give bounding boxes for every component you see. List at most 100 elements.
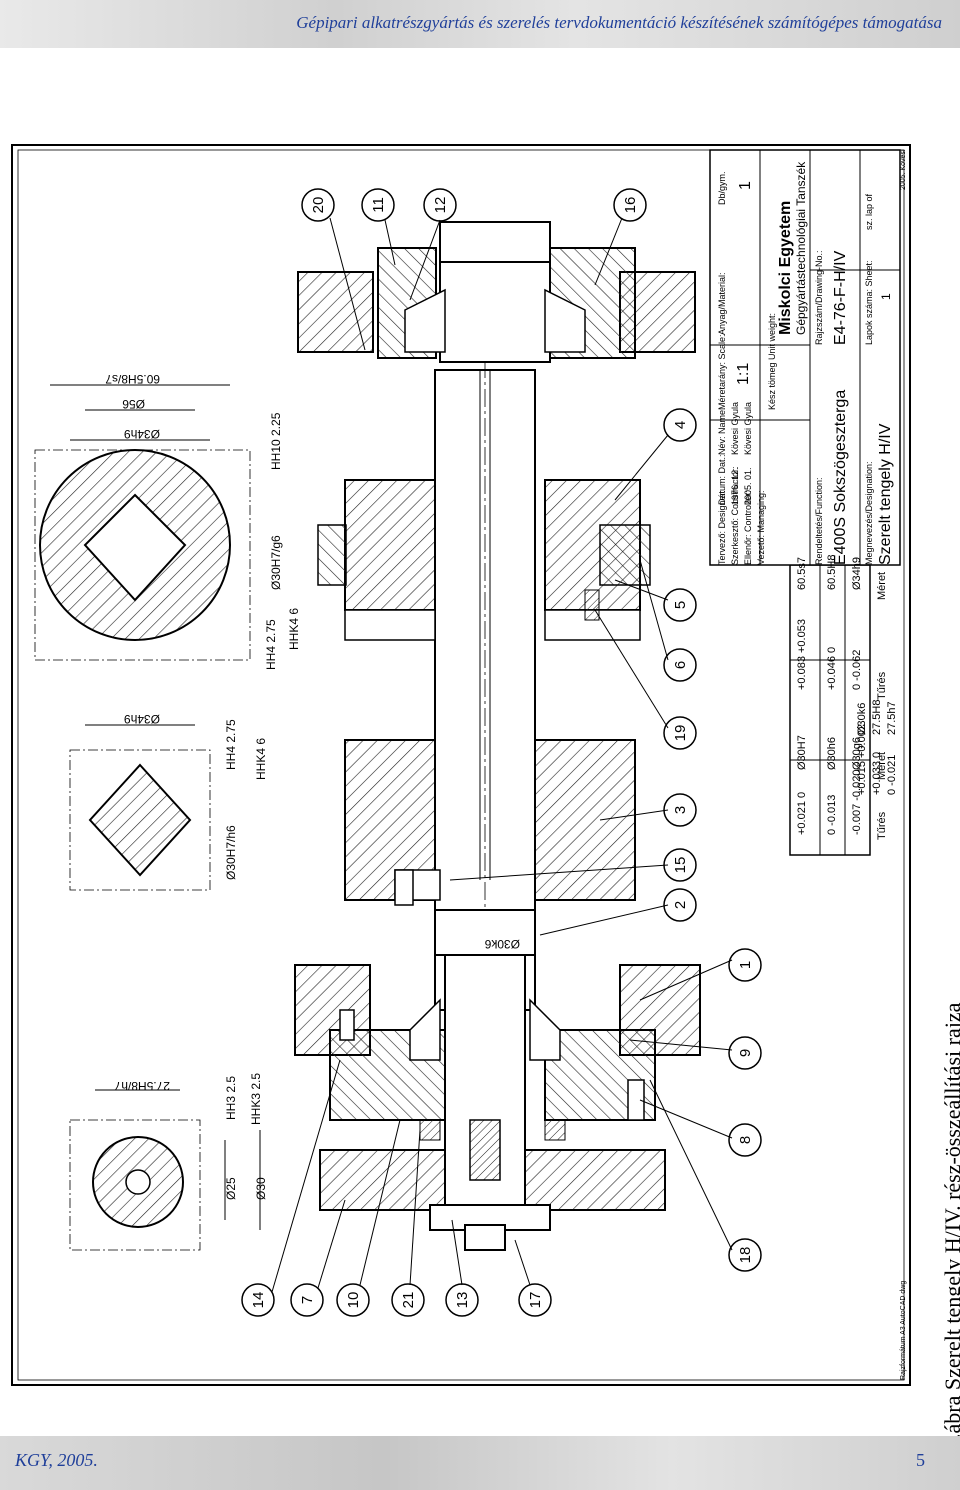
tb-scale: 1:1 (735, 363, 752, 385)
svg-text:Név: Name:: Név: Name: (717, 407, 727, 455)
tb-role-controller: Ellenőr: Controller: (743, 490, 753, 565)
svg-text:Rajzformátum A3 AutoCAD dwg: Rajzformátum A3 AutoCAD dwg (900, 1281, 907, 1380)
tol-r0-c1: +0.083 +0.053 (796, 619, 808, 690)
svg-text:E400S Sokszögeszterga: E400S Sokszögeszterga (832, 390, 849, 565)
tb-corner: 2005. Kövesi (900, 149, 907, 190)
tol-r5-c2: 27.5h7 (886, 701, 898, 735)
dim-30k6: Ø30k6 (484, 937, 520, 951)
tb-qty: 1 (737, 181, 754, 190)
svg-text:27.5H8/h7: 27.5H8/h7 (114, 1079, 170, 1093)
svg-text:Anyag/Material:: Anyag/Material: (717, 272, 727, 335)
svg-text:Dátum: Dat.:: Dátum: Dat.: (717, 454, 727, 505)
tb-scale-label: Méretarány: Scale: (717, 334, 727, 410)
svg-text:Szerkesztő: Constructor:: Szerkesztő: Constructor: (730, 466, 740, 565)
tol-header-tures-2: Tűrés (876, 811, 888, 840)
balloon-14: 14 (250, 1292, 267, 1309)
tb-name-1: Kövesi Gyula (730, 402, 740, 455)
tb-function-label: Rendeltetés/Function: (814, 477, 824, 565)
svg-text:Méretarány: Scale:: Méretarány: Scale: (717, 334, 727, 410)
svg-text:Tűrés: Tűrés (876, 671, 888, 700)
svg-text:Ø30h6: Ø30h6 (826, 737, 838, 770)
tol-r1-c0: 60.5H8 (826, 555, 838, 590)
balloon-10: 10 (345, 1292, 362, 1309)
tol-r2-c3: -0.007 -0.020 (851, 770, 863, 835)
tb-function: E400S Sokszögeszterga (832, 390, 849, 565)
svg-text:Ø34h9: Ø34h9 (124, 427, 160, 441)
svg-text:0 -0.021: 0 -0.021 (886, 755, 898, 795)
svg-text:0 -0.013: 0 -0.013 (826, 795, 838, 835)
balloon-11: 11 (370, 197, 387, 213)
dim-30: Ø30 (254, 1177, 268, 1200)
svg-text:Rajzszám/Drawing-No.:: Rajzszám/Drawing-No.: (814, 250, 824, 345)
tb-sheet-label: Lapok száma: Sheet: (864, 260, 874, 345)
dim-hh3: HH3 2.5 (224, 1076, 238, 1120)
balloon-20: 20 (310, 197, 327, 214)
tb-role-constructor: Szerkesztő: Constructor: (730, 466, 740, 565)
svg-text:Miskolci Egyetem: Miskolci Egyetem (777, 201, 794, 335)
tb-university: Miskolci Egyetem (777, 201, 794, 335)
dim-60-5h8s7: 60.5H8/s7 (105, 372, 160, 386)
cross-section-bottom (69, 1119, 201, 1251)
svg-text:2005. 01.: 2005. 01. (743, 467, 753, 505)
tb-qty-label: Db/gym. (717, 171, 727, 205)
cross-section-top (34, 449, 251, 661)
svg-text:Méret: Méret (876, 572, 888, 600)
tol-r0-c0: 60.5s7 (796, 557, 808, 590)
svg-text:1976. 12.: 1976. 12. (730, 467, 740, 505)
svg-text:Ellenőr: Controller:: Ellenőr: Controller: (743, 490, 753, 565)
svg-text:1: 1 (879, 293, 893, 300)
tol-r3-c3: +0.015 +0.002 (856, 724, 868, 795)
header-band (0, 0, 960, 48)
tb-date-label: Dátum: Dat.: (717, 454, 727, 505)
svg-text:Ø30H7/g6: Ø30H7/g6 (269, 535, 283, 590)
balloon-15: 15 (672, 857, 689, 874)
tol-r4-c3: +0.033 0 (871, 752, 883, 795)
tb-date-1: 1976. 12. (730, 467, 740, 505)
svg-text:sz. lap of: sz. lap of (864, 193, 874, 230)
balloon-5: 5 (672, 601, 689, 609)
svg-text:1: 1 (737, 181, 754, 190)
svg-text:Ø30g6: Ø30g6 (851, 737, 863, 770)
svg-text:+0.083 +0.053: +0.083 +0.053 (796, 619, 808, 690)
balloon-7: 7 (299, 1296, 316, 1304)
svg-text:Ø30k6: Ø30k6 (484, 937, 520, 951)
dim-hhk4-mid: HHK4 6 (254, 738, 268, 780)
svg-text:+0.046 0: +0.046 0 (826, 647, 838, 690)
svg-text:HH4 2.75: HH4 2.75 (224, 719, 238, 770)
balloon-8: 8 (737, 1136, 754, 1144)
page-header-title: Gépipari alkatrészgyártás és szerelés te… (296, 13, 942, 32)
balloon-4: 4 (672, 421, 689, 429)
footer-band (0, 1436, 960, 1490)
svg-text:Tűrés: Tűrés (876, 811, 888, 840)
shaft-assembly (294, 221, 701, 1251)
tb-drawing-no-label: Rajzszám/Drawing-No.: (814, 250, 824, 345)
svg-text:Ø25: Ø25 (224, 1177, 238, 1200)
balloon-6: 6 (672, 661, 689, 669)
svg-text:-0.007 -0.020: -0.007 -0.020 (851, 770, 863, 835)
cross-section-middle (69, 749, 211, 891)
dim-hhk3: HHK3 2.5 (249, 1073, 263, 1125)
tol-r2-c0: Ø34h9 (851, 557, 863, 590)
svg-text:Méret: Méret (876, 752, 888, 780)
svg-text:1: 1 (737, 961, 754, 969)
dim-27-5h8h7: 27.5H8/h7 (114, 1079, 170, 1093)
balloon-17: 17 (527, 1292, 544, 1309)
tol-header-meret-2: Méret (876, 752, 888, 780)
tol-header-tures-1: Tűrés (876, 671, 888, 700)
tb-drawing-no: E4-76-F-H/IV (832, 250, 849, 345)
svg-text:2: 2 (672, 901, 689, 909)
tb-software-note: Rajzformátum A3 AutoCAD dwg (900, 1281, 907, 1380)
svg-text:Ø34h9: Ø34h9 (851, 557, 863, 590)
svg-text:10: 10 (345, 1292, 362, 1309)
svg-text:60.5H8: 60.5H8 (826, 555, 838, 590)
svg-text:3: 3 (672, 806, 689, 814)
dim-hh4-mid: HH4 2.75 (224, 719, 238, 770)
tb-name-2: Kövesi Gyula (743, 402, 753, 455)
dim-25: Ø25 (224, 1177, 238, 1200)
svg-text:Kövesi Gyula: Kövesi Gyula (743, 402, 753, 455)
svg-text:21: 21 (400, 1292, 417, 1309)
balloon-9: 9 (737, 1049, 754, 1057)
svg-text:5: 5 (672, 601, 689, 609)
svg-text:27.5h7: 27.5h7 (886, 701, 898, 735)
svg-text:Db/gym.: Db/gym. (717, 171, 727, 205)
